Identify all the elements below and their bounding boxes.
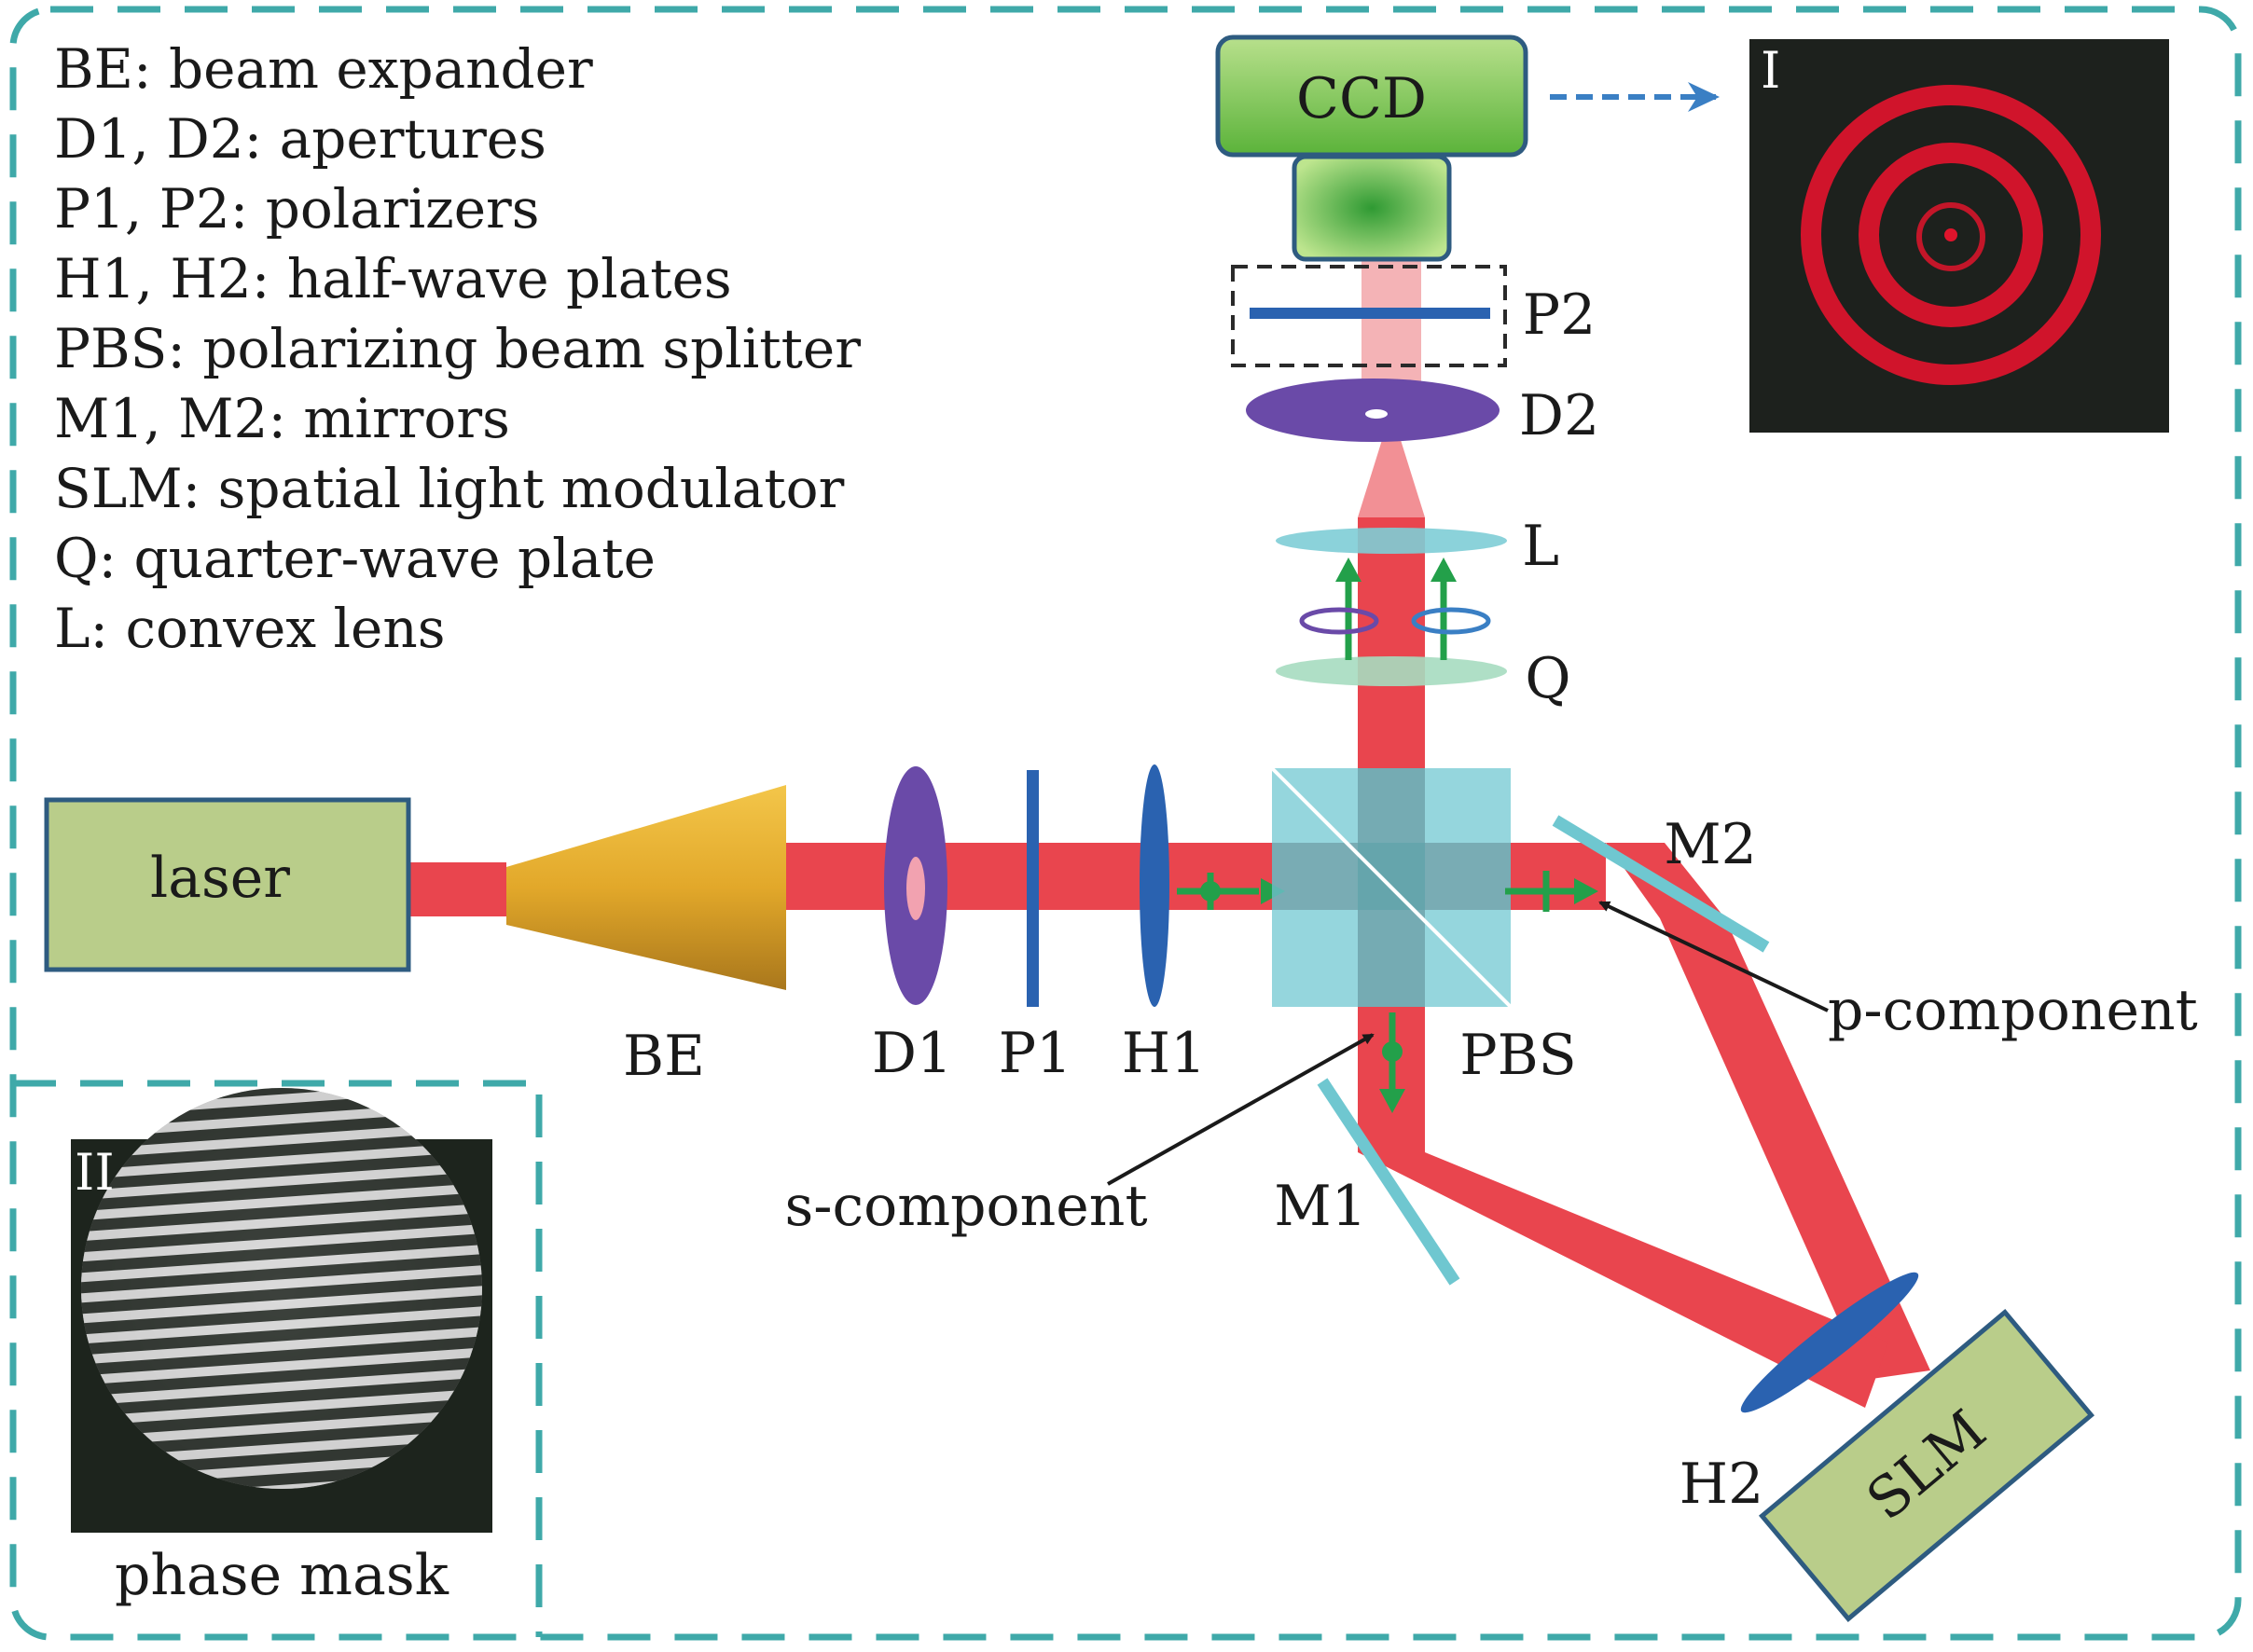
polarization-arrow-s: [1379, 1012, 1405, 1113]
polarizer-p2: [1250, 308, 1490, 319]
mask-inset-frame: [13, 1080, 543, 1637]
ring-inset-label: I: [1761, 41, 1780, 100]
p-component-label: p-component: [1828, 978, 2198, 1043]
s-component-label: s-component: [784, 1174, 1147, 1239]
pbs-cube: [1270, 766, 1513, 1009]
d2-label: D2: [1519, 383, 1599, 448]
legend-item: M1, M2: mirrors: [54, 387, 510, 450]
laser-label: laser: [150, 846, 290, 911]
q-label: Q: [1525, 646, 1570, 711]
half-wave-plate-h1: [1140, 764, 1169, 1007]
h2-label: H2: [1679, 1452, 1764, 1517]
m2-label: M2: [1664, 812, 1757, 877]
legend-item: SLM: spatial light modulator: [54, 457, 845, 520]
legend: BE: beam expander D1, D2: apertures P1, …: [54, 37, 861, 660]
ccd-body: [1215, 34, 1528, 158]
be-label: BE: [623, 1024, 705, 1089]
s-component-pointer: [1107, 1033, 1375, 1186]
polarization-arrow-p: [1505, 871, 1598, 912]
ccd-label: CCD: [1296, 66, 1427, 131]
aperture-d2-hole: [1365, 409, 1388, 419]
aperture-d1-hole: [906, 857, 925, 920]
legend-item: Q: quarter-wave plate: [54, 527, 656, 590]
mirror-m2: [1552, 815, 1770, 953]
beam-m1-to-slm: [1358, 1152, 1888, 1408]
d1-label: D1: [872, 1021, 952, 1086]
laser-box: [44, 797, 411, 972]
polarizer-p1: [1027, 770, 1039, 1007]
p1-label: P1: [999, 1021, 1072, 1086]
legend-item: L: convex lens: [54, 597, 445, 660]
legend-item: P1, P2: polarizers: [54, 177, 540, 241]
mirror-m1: [1317, 1078, 1460, 1286]
half-wave-plate-h2: [1740, 1272, 1919, 1413]
legend-item: PBS: polarizing beam splitter: [54, 317, 861, 380]
slm-device: SLM: [1758, 1309, 2095, 1622]
phase-mask-inset: II: [71, 1088, 492, 1533]
m1-label: M1: [1274, 1174, 1367, 1239]
l-label: L: [1522, 514, 1559, 579]
beam-focus-cone: [1358, 410, 1425, 517]
legend-item: H1, H2: half-wave plates: [54, 247, 732, 310]
convex-lens: [1276, 528, 1507, 554]
beam-expander: [506, 785, 786, 990]
phase-mask-caption: phase mask: [115, 1543, 449, 1608]
quarter-wave-plate: [1276, 656, 1507, 686]
legend-item: D1, D2: apertures: [54, 107, 546, 171]
outer-frame: [9, 6, 2242, 1641]
p2-label: P2: [1523, 282, 1596, 348]
ring-pattern-inset: I: [1749, 39, 2169, 433]
h1-label: H1: [1122, 1021, 1207, 1086]
polarization-arrow-input: [1177, 873, 1285, 910]
pbs-label: PBS: [1459, 1023, 1577, 1088]
ccd-lower: [1292, 154, 1452, 262]
p2-dashed-box: [1231, 265, 1507, 367]
mask-inset-label: II: [75, 1143, 115, 1202]
beam-m2-to-slm: [1660, 918, 1930, 1380]
p-component-pointer: [1598, 901, 1829, 1012]
legend-item: BE: beam expander: [54, 37, 593, 101]
circular-polarization-arrows: [1299, 558, 1491, 660]
beam-narrow: [408, 862, 506, 916]
